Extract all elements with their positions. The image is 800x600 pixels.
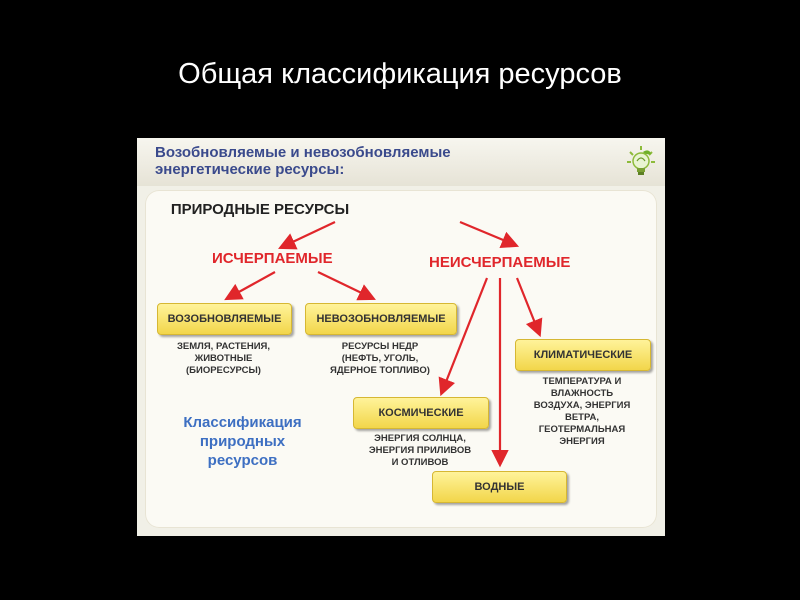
root-node-label: ПРИРОДНЫЕ РЕСУРСЫ (170, 201, 350, 218)
exhaustible-label: ИСЧЕРПАЕМЫЕ (212, 250, 333, 267)
arrow-to-climatic (515, 277, 543, 338)
header-line-1: Возобновляемые и невозобновляемые (155, 144, 451, 161)
water-box: ВОДНЫЕ (432, 471, 567, 503)
climatic-desc-line: ВОЗДУХА, ЭНЕРГИЯ (533, 400, 631, 411)
cosmic-desc-line: И ОТЛИВОВ (391, 457, 449, 468)
climatic-desc-line: ВЕТРА, (564, 412, 599, 423)
renewable-description: ЗЕМЛЯ, РАСТЕНИЯ, ЖИВОТНЫЕ (БИОРЕСУРСЫ) (157, 341, 290, 377)
renewable-box: ВОЗОБНОВЛЯЕМЫЕ (157, 303, 292, 335)
climatic-desc-line: ЭНЕРГИЯ (559, 436, 605, 447)
climatic-description: ТЕМПЕРАТУРА И ВЛАЖНОСТЬ ВОЗДУХА, ЭНЕРГИЯ… (520, 376, 644, 448)
nonrenewable-desc-line: ЯДЕРНОЕ ТОПЛИВО) (330, 365, 430, 376)
arrow-root-to-inexhaustible (459, 220, 520, 249)
nonrenewable-desc-line: РЕСУРСЫ НЕДР (341, 341, 419, 352)
climatic-desc-line: ТЕМПЕРАТУРА И (542, 376, 622, 387)
cosmic-box: КОСМИЧЕСКИЕ (353, 397, 489, 429)
card-header: Возобновляемые и невозобновляемые энерге… (137, 138, 665, 186)
arrow-to-nonrenewable (317, 271, 376, 301)
climatic-desc-line: ВЛАЖНОСТЬ (550, 388, 614, 399)
arrow-root-to-exhaustible (278, 221, 336, 250)
renewable-desc-line: ЖИВОТНЫЕ (194, 353, 253, 364)
cosmic-description: ЭНЕРГИЯ СОЛНЦА, ЭНЕРГИЯ ПРИЛИВОВ И ОТЛИВ… (355, 433, 485, 469)
arrow-to-cosmic (438, 277, 489, 397)
classification-caption: Классификация природных ресурсов (170, 413, 315, 470)
slide-title: Общая классификация ресурсов (178, 58, 622, 90)
renewable-desc-line: ЗЕМЛЯ, РАСТЕНИЯ, (176, 341, 271, 352)
caption-line: ресурсов (207, 452, 278, 469)
inexhaustible-label: НЕИСЧЕРПАЕМЫЕ (429, 254, 571, 271)
nonrenewable-description: РЕСУРСЫ НЕДР (НЕФТЬ, УГОЛЬ, ЯДЕРНОЕ ТОПЛ… (305, 341, 455, 377)
climatic-desc-line: ГЕОТЕРМАЛЬНАЯ (538, 424, 626, 435)
cosmic-desc-line: ЭНЕРГИЯ СОЛНЦА, (374, 433, 466, 444)
climatic-box: КЛИМАТИЧЕСКИЕ (515, 339, 651, 371)
lightbulb-icon (627, 146, 655, 175)
arrow-to-renewable (224, 271, 276, 301)
nonrenewable-desc-line: (НЕФТЬ, УГОЛЬ, (341, 353, 419, 364)
header-line-2: энергетические ресурсы: (155, 161, 345, 178)
renewable-desc-line: (БИОРЕСУРСЫ) (186, 365, 261, 376)
card-header-title: Возобновляемые и невозобновляемые энерге… (155, 144, 451, 178)
caption-line: природных (199, 433, 286, 450)
nonrenewable-box: НЕВОЗОБНОВЛЯЕМЫЕ (305, 303, 457, 335)
caption-line: Классификация (183, 414, 302, 431)
cosmic-desc-line: ЭНЕРГИЯ ПРИЛИВОВ (368, 445, 472, 456)
